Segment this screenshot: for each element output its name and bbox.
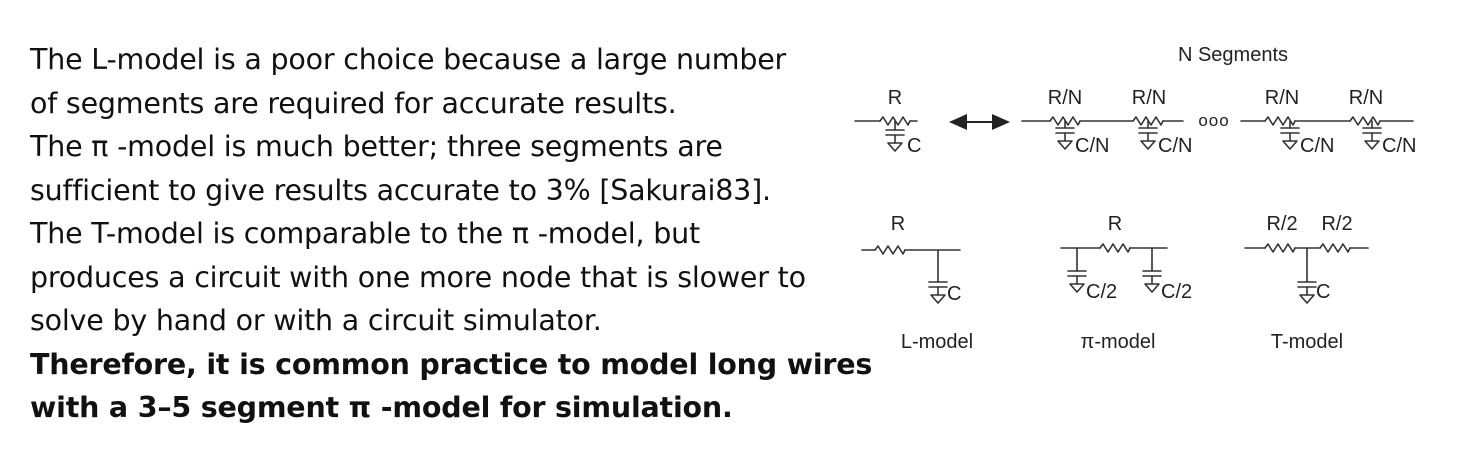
- segment-capacitor-label: C/N: [1300, 135, 1334, 157]
- segment-resistor-label: R/N: [1349, 87, 1383, 109]
- segment-capacitor-label: C/N: [1158, 135, 1192, 157]
- text-line: The L-model is a poor choice because a l…: [30, 43, 787, 76]
- text-line: produces a circuit with one more node th…: [30, 260, 806, 294]
- capacitor-label: C/2: [1161, 281, 1192, 303]
- resistor-label: R: [888, 87, 902, 109]
- capacitor-label: C: [907, 135, 921, 157]
- pi-model-circuit: R C/2 C/2 π-model: [1060, 213, 1192, 353]
- resistor-label: R: [1108, 213, 1122, 235]
- pi-model-caption: π-model: [1081, 331, 1156, 353]
- text-line-bold: with a 3–5 segment π -model for simulati…: [30, 391, 733, 424]
- resistor-label: R: [891, 213, 905, 235]
- capacitor-label: C: [1316, 281, 1330, 303]
- segment-capacitor-label: C/N: [1075, 135, 1109, 157]
- l-model-circuit: R C L-model: [861, 213, 973, 353]
- t-model-caption: T-model: [1271, 331, 1343, 353]
- l-model-caption: L-model: [901, 331, 973, 353]
- text-line: The T-model is comparable to the π -mode…: [30, 217, 700, 250]
- text-line: solve by hand or with a circuit simulato…: [30, 304, 602, 337]
- text-line: sufficient to give results accurate to 3…: [30, 173, 771, 207]
- segment-resistor-label: R/N: [1265, 87, 1299, 109]
- text-line: of segments are required for accurate re…: [30, 86, 677, 120]
- t-model-circuit: R/2 R/2 C T-model: [1244, 213, 1369, 353]
- segment-resistor-label: R/N: [1048, 87, 1082, 109]
- n-segment-chain: R/N R/N C/N C/N ooo R/N R/N C/N C/N: [1021, 87, 1416, 157]
- text-line-bold: Therefore, it is common practice to mode…: [30, 347, 873, 381]
- segment-resistor-label: R/N: [1132, 87, 1166, 109]
- single-rc-segment: R C: [854, 87, 921, 157]
- body-text: The L-model is a poor choice because a l…: [30, 38, 873, 430]
- resistor-label: R/2: [1321, 213, 1352, 235]
- rc-wire-model-diagram: N Segments R C R/N R/N C/N C/N ooo R/N R…: [854, 44, 1416, 353]
- segment-capacitor-label: C/N: [1382, 135, 1416, 157]
- text-line: The π -model is much better; three segme…: [30, 130, 723, 163]
- resistor-label: R/2: [1266, 213, 1297, 235]
- capacitor-label: C/2: [1086, 281, 1117, 303]
- diagram-title: N Segments: [1178, 44, 1288, 66]
- ellipsis: ooo: [1198, 111, 1229, 130]
- capacitor-label: C: [947, 283, 961, 305]
